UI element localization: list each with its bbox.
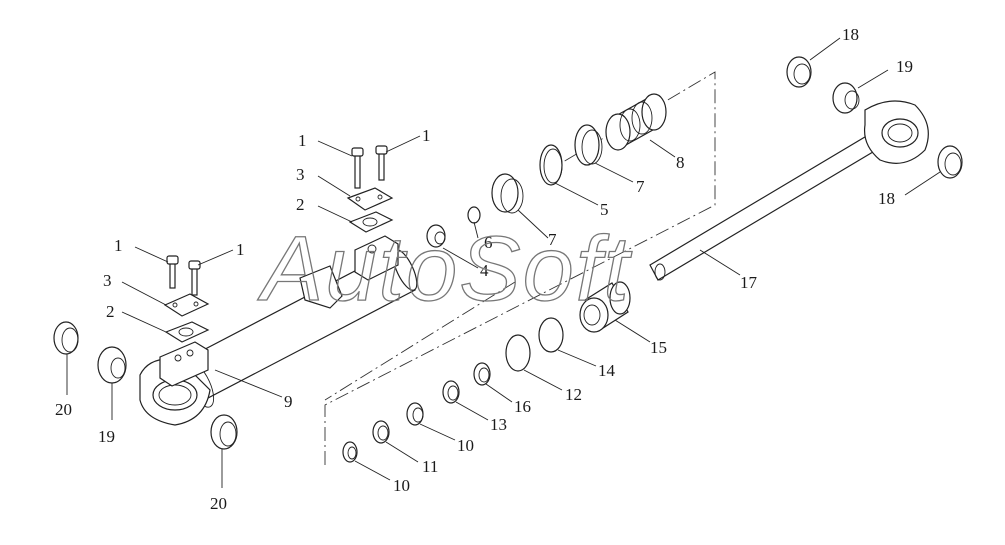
- callout-19: 19: [896, 57, 913, 76]
- callout-8: 8: [676, 153, 685, 172]
- callout-18: 18: [878, 189, 895, 208]
- plate-lower: [163, 293, 210, 317]
- bolts-upper: [351, 145, 388, 189]
- callout-20: 20: [55, 400, 72, 419]
- callout-19: 19: [98, 427, 115, 446]
- callout-20: 20: [210, 494, 227, 513]
- callout-2: 2: [296, 195, 305, 214]
- watermark: AutoSoft: [257, 218, 632, 320]
- callout-1: 1: [114, 236, 123, 255]
- plate-upper: [346, 187, 394, 211]
- piston-rod: [649, 100, 929, 281]
- callout-1: 1: [422, 126, 431, 145]
- callout-9: 9: [284, 392, 293, 411]
- bushing-18-right: [937, 145, 963, 179]
- callout-15: 15: [650, 338, 667, 357]
- seal-12: [505, 334, 531, 372]
- seal-7-front: [491, 173, 524, 214]
- callout-18: 18: [842, 25, 859, 44]
- bushing-18-top: [786, 56, 812, 88]
- callout-2: 2: [106, 302, 115, 321]
- ring-10-lower: [342, 441, 358, 463]
- callout-1: 1: [236, 240, 245, 259]
- callout-11: 11: [422, 457, 438, 476]
- callout-16: 16: [514, 397, 531, 416]
- bushing-20-top-left: [53, 321, 79, 355]
- ring-16: [473, 362, 491, 386]
- callout-10: 10: [457, 436, 474, 455]
- seal-7-back: [574, 124, 603, 166]
- bushing-19-right: [832, 82, 860, 114]
- callout-6: 6: [484, 233, 493, 252]
- callout-4: 4: [480, 261, 489, 280]
- guide-8: [605, 93, 667, 151]
- callout-7: 7: [548, 230, 557, 249]
- bushing-19-left: [97, 346, 127, 384]
- callout-7: 7: [636, 177, 645, 196]
- assembly-boundary: [324, 71, 716, 465]
- nut-4: [426, 224, 446, 248]
- callout-12: 12: [565, 385, 582, 404]
- callout-13: 13: [490, 415, 507, 434]
- gasket-lower: [164, 321, 210, 343]
- ring-10-upper: [406, 402, 424, 426]
- callout-3: 3: [296, 165, 305, 184]
- seal-5: [539, 144, 563, 186]
- callout-10: 10: [393, 476, 410, 495]
- callout-1: 1: [298, 131, 307, 150]
- callout-5: 5: [600, 200, 609, 219]
- callout-3: 3: [103, 271, 112, 290]
- gasket-upper: [348, 211, 394, 233]
- leader-lines: [66, 37, 941, 488]
- bushing-20-bottom: [210, 414, 238, 450]
- cylinder-barrel: [139, 235, 418, 426]
- piston-15: [579, 281, 631, 333]
- ring-13: [442, 380, 460, 404]
- ring-11: [372, 420, 390, 444]
- callout-17: 17: [740, 273, 758, 292]
- seal-14: [538, 317, 564, 353]
- callout-14: 14: [598, 361, 616, 380]
- bolts-lower: [166, 255, 201, 296]
